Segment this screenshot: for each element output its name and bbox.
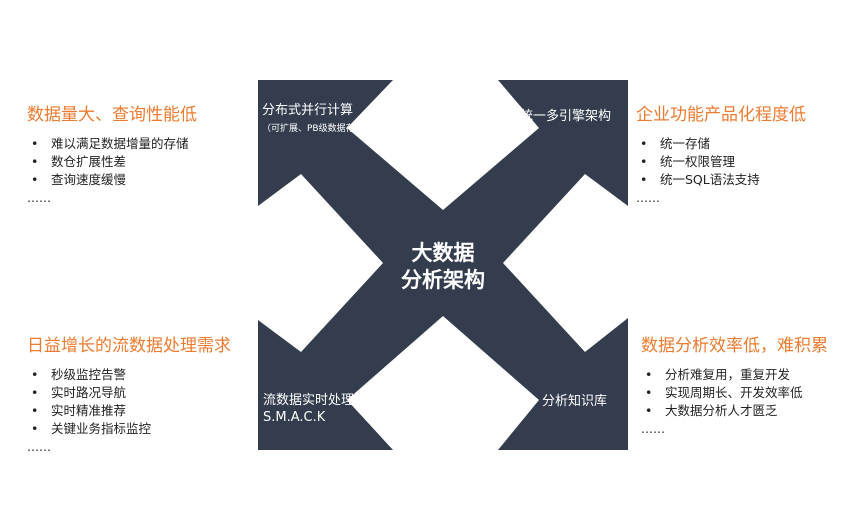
issue-list: 秒级监控告警 实时路况导航 实时精准推荐 关键业务指标监控	[27, 366, 231, 438]
issue-bottom-left: 日益增长的流数据处理需求 秒级监控告警 实时路况导航 实时精准推荐 关键业务指标…	[27, 336, 231, 454]
list-item: 大数据分析人才匮乏	[641, 402, 828, 420]
issue-list: 分析难复用，重复开发 实现周期长、开发效率低 大数据分析人才匮乏	[641, 366, 828, 420]
x-shape	[258, 80, 628, 450]
list-item: 统一SQL语法支持	[636, 171, 806, 189]
list-item: 统一存储	[636, 135, 806, 153]
list-item: 关键业务指标监控	[27, 420, 231, 438]
bottom-left-arm-subtitle: S.M.A.C.K	[263, 410, 326, 425]
list-item: 数仓扩展性差	[27, 153, 197, 171]
more-ellipsis: ……	[27, 440, 51, 454]
top-left-arm-subtitle: （可扩展、PB级数据存储）	[262, 124, 373, 134]
bottom-right-arm-title: 分析知识库	[542, 394, 608, 409]
center-title-line1: 大数据	[411, 241, 475, 265]
center-title-line2: 分析架构	[401, 268, 485, 292]
list-item: 实现周期长、开发效率低	[641, 384, 828, 402]
more-ellipsis: ……	[636, 191, 660, 205]
issue-list: 统一存储 统一权限管理 统一SQL语法支持	[636, 135, 806, 189]
more-ellipsis: ……	[641, 422, 665, 436]
issue-top-right: 企业功能产品化程度低 统一存储 统一权限管理 统一SQL语法支持 ……	[636, 105, 806, 205]
list-item: 查询速度缓慢	[27, 171, 197, 189]
more-ellipsis: ……	[27, 191, 51, 205]
issue-title: 数据量大、查询性能低	[27, 105, 197, 125]
issue-list: 难以满足数据增量的存储 数仓扩展性差 查询速度缓慢	[27, 135, 197, 189]
list-item: 统一权限管理	[636, 153, 806, 171]
list-item: 分析难复用，重复开发	[641, 366, 828, 384]
issue-title: 数据分析效率低，难积累	[641, 336, 828, 356]
issue-top-left: 数据量大、查询性能低 难以满足数据增量的存储 数仓扩展性差 查询速度缓慢 ……	[27, 105, 197, 205]
issue-bottom-right: 数据分析效率低，难积累 分析难复用，重复开发 实现周期长、开发效率低 大数据分析…	[641, 336, 828, 436]
center-title: 大数据 分析架构	[383, 240, 503, 294]
list-item: 实时路况导航	[27, 384, 231, 402]
top-left-arm-title: 分布式并行计算	[262, 103, 354, 118]
issue-title: 企业功能产品化程度低	[636, 105, 806, 125]
issue-title: 日益增长的流数据处理需求	[27, 336, 231, 356]
bottom-left-arm-title: 流数据实时处理	[263, 393, 355, 408]
list-item: 难以满足数据增量的存储	[27, 135, 197, 153]
top-right-arm-title: 统一多引擎架构	[520, 109, 612, 124]
list-item: 实时精准推荐	[27, 402, 231, 420]
list-item: 秒级监控告警	[27, 366, 231, 384]
